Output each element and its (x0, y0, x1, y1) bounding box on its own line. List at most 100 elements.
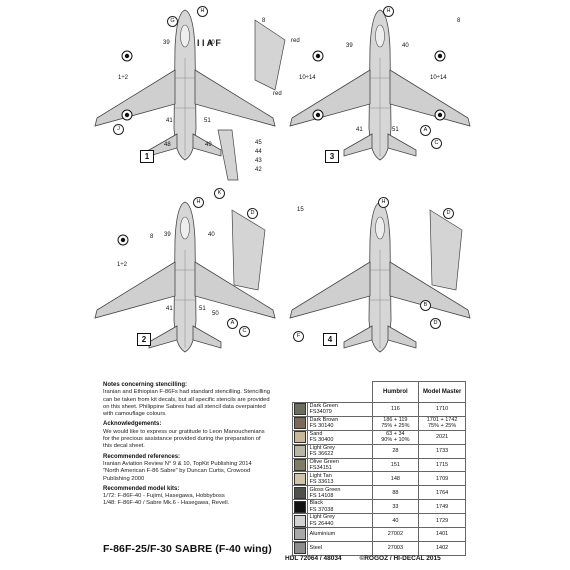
paint-row-spacer (278, 528, 292, 542)
paint-swatch-cell (291, 513, 308, 529)
label-39-2: 39 (164, 232, 171, 238)
label-40-3: 40 (402, 43, 409, 49)
label-1-2-b: 1÷2 (117, 262, 127, 268)
paint-name: Light Grey (309, 514, 335, 521)
label-41-3: 41 (356, 127, 363, 133)
kit-2: 1/48: F-86F-40 / Sabre Mk.6 - Hasegawa, … (103, 500, 230, 507)
callout-h-3: H (383, 6, 394, 17)
label-41: 41 (166, 118, 173, 124)
paint-swatch (293, 472, 306, 485)
reference-2: "North American F-86 Sabre" by Duncan Cu… (103, 468, 251, 482)
humbrol-value: 148 (371, 471, 420, 487)
paint-row-spacer (278, 444, 292, 458)
label-8-3: 8 (457, 18, 461, 24)
profile-number-4: 4 (323, 333, 337, 346)
model-master-value: 1710 (418, 402, 466, 417)
paint-name: Dark Brown (309, 417, 339, 424)
model-master-value: 1749 (418, 499, 466, 515)
paint-swatch-cell (291, 527, 308, 542)
humbrol-value: 40 (371, 513, 420, 529)
callout-a-3: A (420, 125, 431, 136)
paint-name: Black (309, 500, 323, 507)
callout-j: J (113, 124, 124, 135)
paint-swatch (293, 403, 306, 416)
label-41-2: 41 (166, 306, 173, 312)
label-51-2: 51 (199, 306, 206, 312)
paint-swatch-cell (291, 429, 308, 445)
notes-section: Notes concerning stencilling: Iranian an… (103, 379, 271, 508)
model-master-value: 1733 (418, 443, 466, 459)
paint-swatch-cell (291, 540, 308, 556)
label-49: 49 (205, 142, 212, 148)
label-40: 40 (208, 40, 215, 46)
paint-fs-code: FS 30140 (309, 423, 334, 430)
label-red-top: red (291, 38, 300, 44)
stencil-heading: Notes concerning stencilling: (103, 382, 188, 388)
humbrol-value: 116 (371, 402, 420, 417)
callout-c-2: C (239, 326, 250, 337)
paint-fs-code: FS 14108 (309, 492, 334, 499)
callout-h-4: H (378, 197, 389, 208)
model-master-value: 1402 (418, 540, 466, 556)
humbrol-value: 88 (371, 485, 420, 501)
paint-swatch (293, 542, 306, 555)
paint-name: Steel (309, 545, 323, 552)
model-master-value: 1401 (418, 527, 466, 542)
paint-row-spacer (278, 416, 292, 430)
paint-fs-code: FS 33613 (309, 478, 334, 485)
label-8: 8 (262, 18, 266, 24)
label-40-2: 40 (208, 232, 215, 238)
label-10-14-left: 10÷14 (299, 75, 316, 81)
references-heading: Recommended references: (103, 453, 181, 460)
profile-1-fin-detail (217, 129, 239, 181)
callout-a-2: A (227, 318, 238, 329)
paint-swatch-cell (291, 499, 308, 515)
label-51: 51 (204, 118, 211, 124)
callout-f: F (293, 331, 304, 342)
paint-name-cell: Steel (306, 540, 373, 556)
paint-swatch (293, 528, 306, 541)
kits-heading: Recommended model kits: (103, 485, 180, 492)
reference-1: Iranian Aviation Review N° 9 & 10, TopKi… (103, 460, 252, 467)
model-master-header: Model Master (418, 381, 466, 403)
label-39: 39 (163, 40, 170, 46)
model-master-value: 1701 + 1742 75% + 25% (418, 415, 466, 431)
paint-swatch-cell (291, 415, 308, 431)
paint-swatch-cell (291, 485, 308, 501)
paint-row-spacer (278, 472, 292, 486)
paint-name-cell: Aluminium (306, 527, 373, 542)
paint-swatch (293, 500, 306, 513)
paint-row-spacer (278, 403, 292, 417)
callout-b: B (420, 300, 431, 311)
paint-fs-code: FS 30400 (309, 437, 334, 444)
profile-1-aircraft: I I A F (94, 9, 276, 161)
label-43: 43 (255, 158, 262, 164)
profile-1-wing-detail (254, 19, 286, 91)
profile-2-wing-detail (231, 209, 266, 291)
paint-swatch-cell (291, 443, 308, 459)
paint-row-spacer (278, 514, 292, 528)
label-1-2: 1÷2 (118, 75, 128, 81)
footer: HDL 72064 / 48034 ©ROGOZ / HI-DECAL 2015 (285, 555, 457, 562)
callout-h-2: H (193, 197, 204, 208)
copyright: ©ROGOZ / HI-DECAL 2015 (359, 555, 441, 562)
label-50-2: 50 (212, 311, 219, 317)
paint-name: Light Grey (309, 444, 335, 451)
callout-c-3: C (431, 138, 442, 149)
label-48: 48 (164, 142, 171, 148)
callout-k: K (214, 188, 225, 199)
